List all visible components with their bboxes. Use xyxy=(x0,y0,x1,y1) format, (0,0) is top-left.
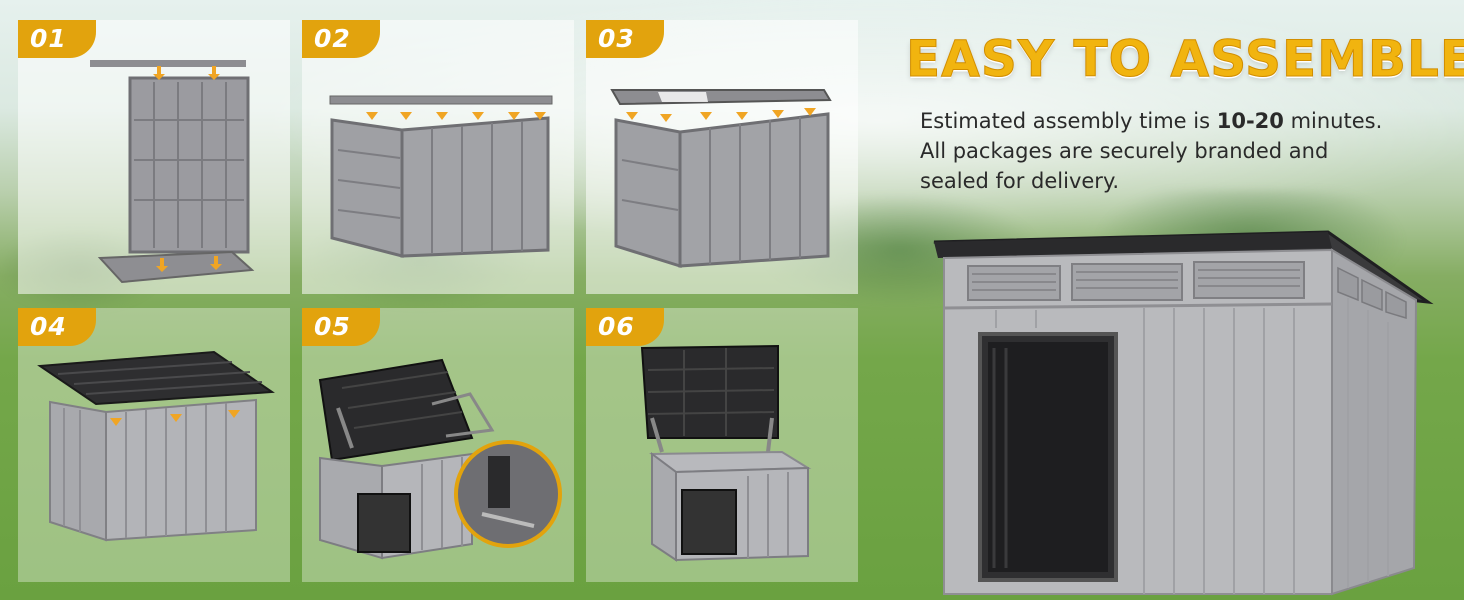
step-panel-04: 04 xyxy=(18,308,290,582)
step-panel-05: 05 xyxy=(302,308,574,582)
step-panel-03: 03 xyxy=(586,20,858,294)
step-06-illustration xyxy=(640,344,812,562)
step-05-illustration xyxy=(318,358,562,560)
step-badge-02: 02 xyxy=(302,20,380,58)
description-line-2: All packages are securely branded and xyxy=(920,139,1329,163)
assembled-dog-house-illustration xyxy=(933,230,1434,596)
step-badge-05: 05 xyxy=(302,308,380,346)
step-02-illustration xyxy=(329,95,553,258)
description-line-1-prefix: Estimated assembly time is xyxy=(920,109,1217,133)
description-line-3: sealed for delivery. xyxy=(920,169,1120,193)
step-panel-06: 06 xyxy=(586,308,858,582)
step-badge-04: 04 xyxy=(18,308,96,346)
step-04-illustration xyxy=(37,350,275,542)
step-03-illustration xyxy=(610,89,832,269)
assembly-time-value: 10-20 xyxy=(1216,109,1284,133)
headline: EASY TO ASSEMBLE xyxy=(905,30,1464,89)
step-badge-03: 03 xyxy=(586,20,664,58)
step-panel-01: 01 xyxy=(18,20,290,294)
description: Estimated assembly time is 10-20 minutes… xyxy=(920,106,1460,196)
step-badge-01: 01 xyxy=(18,20,96,58)
description-line-1-suffix: minutes. xyxy=(1283,109,1383,133)
description-line-1: Estimated assembly time is 10-20 minutes… xyxy=(920,106,1460,136)
step-panel-02: 02 xyxy=(302,20,574,294)
step-01-illustration xyxy=(90,60,255,284)
step-badge-06: 06 xyxy=(586,308,664,346)
